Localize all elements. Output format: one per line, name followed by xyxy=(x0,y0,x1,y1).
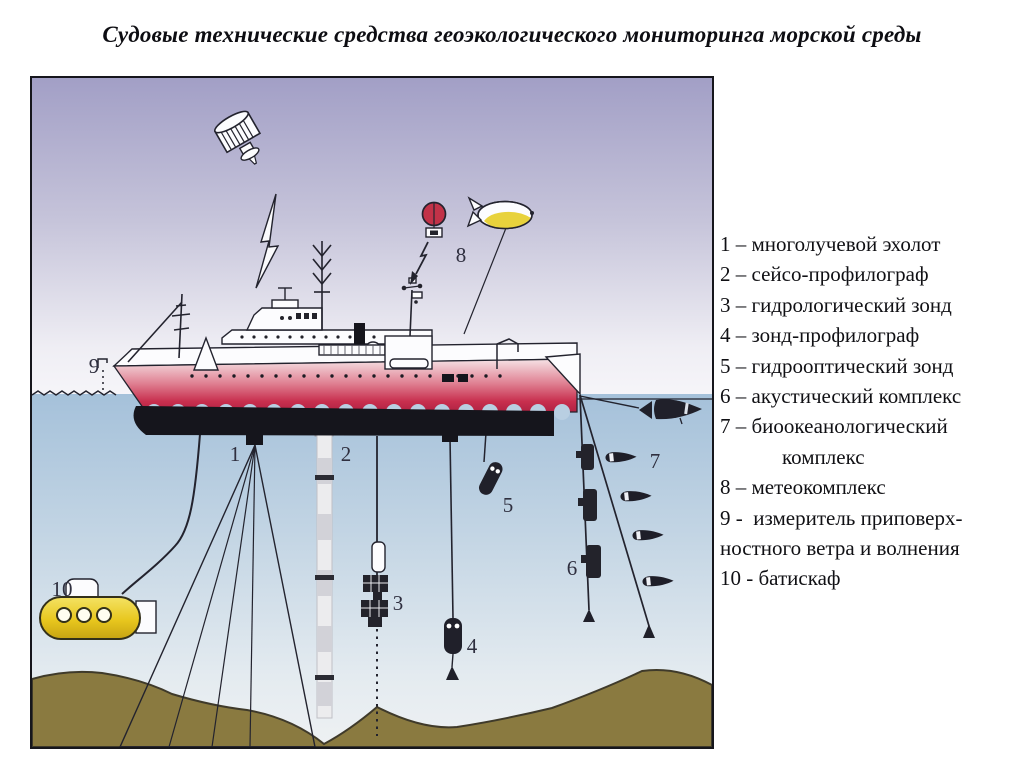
acoustic-complex-chain xyxy=(576,394,601,622)
bow-wave-sensor xyxy=(97,358,108,395)
legend-line: комплекс xyxy=(782,444,865,469)
legend-line: 9 - измеритель приповерх- xyxy=(720,505,963,530)
label-wind-wave-meter: 9 xyxy=(89,354,100,378)
stern-davit xyxy=(496,338,519,369)
legend-line: 6 – акустический комплекс xyxy=(720,384,962,409)
monitoring-diagram: 1 2 3 4 5 6 7 8 9 10 xyxy=(30,76,714,749)
legend-line: 2 – сейсо-профилограф xyxy=(720,262,929,287)
bathyscaphe xyxy=(39,433,201,640)
foremast xyxy=(127,293,191,363)
label-bathyscaphe: 10 xyxy=(52,577,73,601)
legend-line: 8 – метеокомплекс xyxy=(720,475,886,500)
bridge xyxy=(245,307,323,331)
meteo-balloon xyxy=(410,201,447,285)
railing xyxy=(318,344,386,356)
research-vessel xyxy=(97,241,581,445)
label-echosounder: 1 xyxy=(230,442,241,466)
legend: 1 – многолучевой эхолот 2 – сейсо-профил… xyxy=(720,229,1020,594)
legend-line: 7 – биоокеанологический xyxy=(720,414,948,439)
ship-hull-underwater xyxy=(133,406,554,436)
legend-line: ностного ветра и волнения xyxy=(720,536,960,561)
seismic-profiler-column xyxy=(314,426,334,719)
label-acoustic: 6 xyxy=(567,556,578,580)
main-mast-antenna xyxy=(312,241,332,330)
lightning-icon xyxy=(255,193,280,289)
label-biooceanological: 7 xyxy=(650,449,661,473)
label-profilograph: 4 xyxy=(467,634,478,658)
legend-line: 4 – зонд-профилограф xyxy=(720,323,920,348)
funnel xyxy=(354,323,365,350)
sea-surface-waves-left xyxy=(32,390,117,396)
towed-surface-buoy xyxy=(579,395,702,425)
legend-line: 10 - батискаф xyxy=(720,566,841,591)
diagram-labels: 1 2 3 4 5 6 7 8 9 10 xyxy=(52,243,661,658)
legend-line: 1 – многолучевой эхолот xyxy=(720,232,941,256)
lifeboat xyxy=(389,358,429,369)
hydrological-sonde xyxy=(361,436,388,736)
radar-platform xyxy=(271,299,299,309)
bio-oceanological-chain xyxy=(579,394,674,638)
slide-title: Судовые технические средства геоэкологич… xyxy=(102,22,922,47)
satellite-icon xyxy=(213,110,262,165)
legend-line: 5 – гидрооптический зонд xyxy=(720,353,954,378)
blimp-icon xyxy=(463,196,534,335)
stern-transom xyxy=(544,353,581,396)
label-meteo: 8 xyxy=(456,243,467,267)
legend-line: 3 – гидрологический зонд xyxy=(720,292,952,317)
label-hydrooptical: 5 xyxy=(503,493,514,517)
bow-davit-frame xyxy=(192,336,220,371)
multibeam-echosounder-fan xyxy=(119,442,316,747)
label-seismic: 2 xyxy=(341,442,352,466)
sonde-profilograph xyxy=(444,437,462,680)
label-hydrological: 3 xyxy=(393,591,404,615)
hull-portholes xyxy=(190,374,502,378)
radio-signal-arrow xyxy=(415,241,429,275)
